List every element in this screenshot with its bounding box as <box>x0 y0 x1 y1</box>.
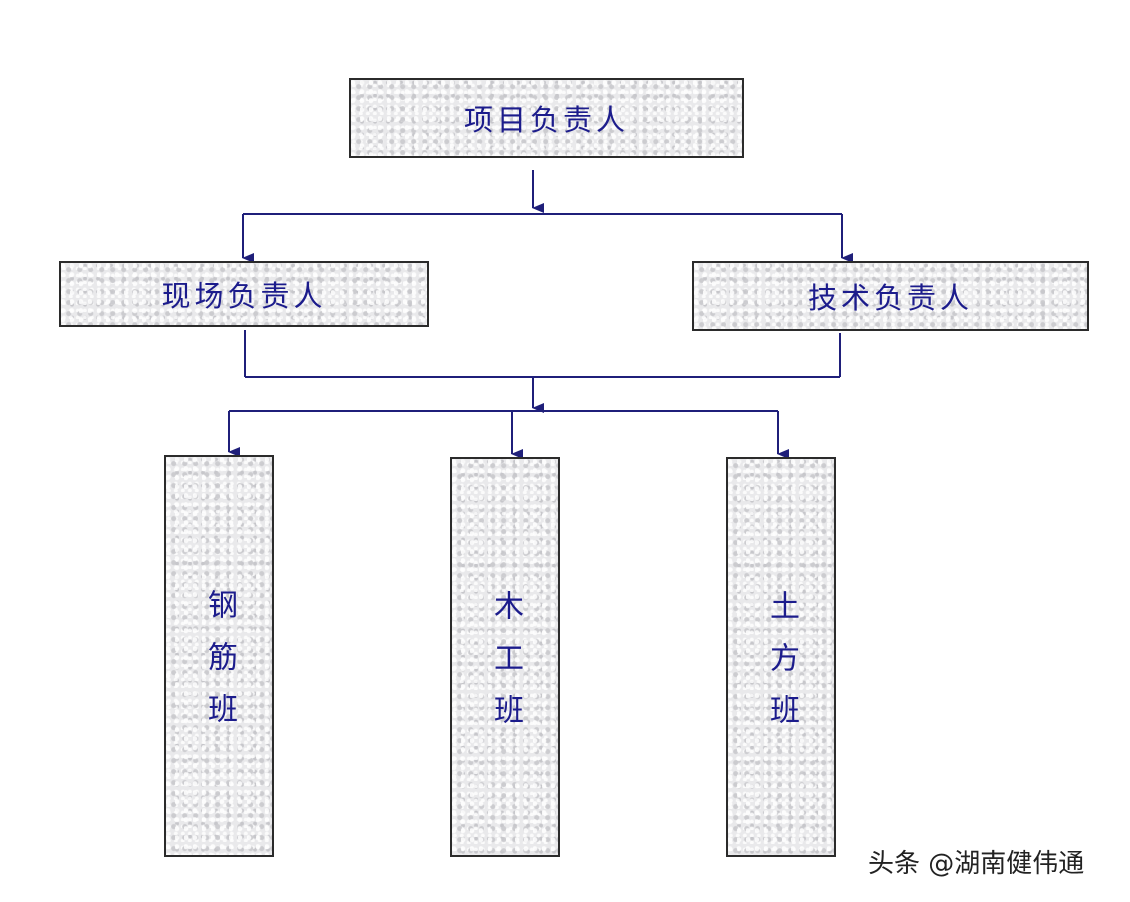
node-team-rebar-label: 钢筋班 <box>202 589 237 745</box>
watermark: 头条 @湖南健伟通 <box>868 849 1085 879</box>
node-team-carpentry: 木工班 <box>450 457 560 857</box>
node-project-leader: 项目负责人 <box>349 78 744 158</box>
node-technical-leader-label: 技术负责人 <box>807 281 973 315</box>
node-project-leader-label: 项目负责人 <box>463 103 629 137</box>
node-site-leader-label: 现场负责人 <box>161 279 327 313</box>
node-team-rebar: 钢筋班 <box>164 455 274 857</box>
node-team-earthwork: 土方班 <box>726 457 836 857</box>
node-team-carpentry-label: 木工班 <box>488 590 523 746</box>
node-team-earthwork-label: 土方班 <box>764 590 799 746</box>
node-site-leader: 现场负责人 <box>59 261 429 327</box>
node-technical-leader: 技术负责人 <box>692 261 1089 331</box>
